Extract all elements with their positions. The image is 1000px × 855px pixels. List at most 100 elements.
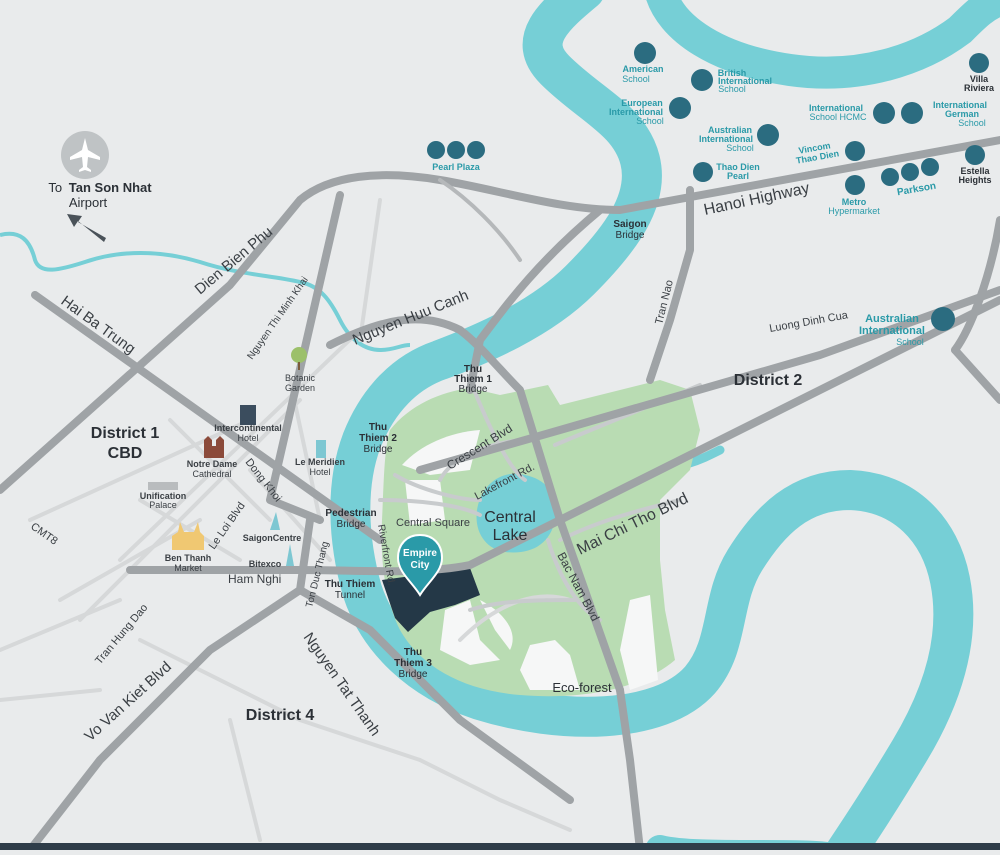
thu-thiem-tunnel-line1: Thu Thiem (325, 579, 376, 590)
shopping-icon (693, 162, 713, 182)
district-labels: District 1 CBD District 2 District 4 (91, 372, 803, 724)
american-line1: American (622, 64, 663, 74)
road-label-tran-hung-dao: Tran Hung Dao (93, 602, 150, 667)
botanic-line2: Garden (285, 383, 315, 393)
district-1-cbd-label: CBD (108, 445, 143, 462)
saigoncentre-label: SaigonCentre (243, 533, 302, 543)
parkson[interactable]: Parkson (881, 158, 939, 198)
shopping-icon (845, 141, 865, 161)
notre-dame-line2: Cathedral (192, 469, 231, 479)
empire-city-line2: City (411, 560, 430, 571)
le-meridien-hotel[interactable]: Le Meridien Hotel (295, 440, 345, 477)
intercontinental-line2: Hotel (237, 433, 258, 443)
australian-school-big[interactable]: Australian International School (859, 307, 955, 347)
road-label-luong-dinh-cua: Luong Dinh Cua (768, 309, 849, 335)
unification-line1: Unification (140, 491, 187, 501)
empire-city-pin[interactable]: Empire City (396, 533, 444, 597)
thao-dien-pearl[interactable]: Thao Dien Pearl (693, 162, 760, 182)
international-german-school[interactable]: International German School (901, 100, 987, 128)
amenities: Pearl Plaza American School British Inte… (427, 42, 995, 347)
thu-thiem-3-line3: Bridge (399, 669, 428, 680)
graduation-cap-icon (901, 102, 923, 124)
estella-heights[interactable]: Estella Heights (958, 145, 992, 185)
graduation-cap-icon (873, 102, 895, 124)
graduation-cap-icon (931, 307, 955, 331)
isc-line2: School HCMC (809, 112, 867, 122)
graduation-cap-icon (634, 42, 656, 64)
central-lake-line1: Central (484, 509, 536, 526)
notre-dame-line1: Notre Dame (187, 459, 238, 469)
bridge-labels: Saigon Bridge Thu Thiem 1 Bridge Thu Thi… (325, 219, 647, 680)
airport-label: To Tan Son Nhat (48, 180, 152, 195)
american-school[interactable]: American School (622, 42, 664, 84)
le-meridien-line2: Hotel (309, 467, 330, 477)
shopping-icon (427, 141, 445, 159)
district-2-label: District 2 (734, 372, 803, 389)
thu-thiem-2-line2: Thiem 2 (359, 433, 397, 444)
intercontinental-hotel[interactable]: Intercontinental Hotel (214, 405, 282, 443)
bottom-bar (0, 843, 1000, 850)
shopping-cart-icon (845, 175, 865, 195)
hotel-building-icon (240, 405, 256, 425)
area-labels: Central Lake Eco-forest (484, 509, 612, 695)
international-school-hcmc[interactable]: International School HCMC (809, 102, 895, 124)
botanic-line1: Botanic (285, 373, 316, 383)
airport-prefix: To (48, 180, 62, 195)
central-lake-line2: Lake (493, 527, 528, 544)
cathedral-icon (204, 436, 224, 458)
dining-icon (881, 168, 899, 186)
australian-d2-line2: International (699, 134, 753, 144)
botanic-garden[interactable]: Botanic Garden (285, 347, 316, 393)
thao-dien-pearl-line1: Thao Dien (716, 162, 760, 172)
thu-thiem-2-line1: Thu (369, 422, 387, 433)
american-line2: School (622, 74, 650, 84)
metro-line2: Hypermarket (828, 206, 880, 216)
australian-school-d2[interactable]: Australian International School (699, 124, 779, 153)
shopping-icon (901, 163, 919, 181)
bitexco-tower[interactable]: Bitexco (249, 544, 294, 569)
villa-line1: Villa (970, 74, 989, 84)
empire-city-parcel (382, 568, 480, 632)
parkson-label: Parkson (896, 181, 937, 199)
airport-marker[interactable]: To Tan Son Nhat Airport (48, 131, 152, 242)
british-line3: School (718, 84, 746, 94)
estella-line1: Estella (960, 166, 990, 176)
british-line2: International (718, 76, 772, 86)
german-line3: School (958, 118, 986, 128)
road-label-dien-bien-phu: Dien Bien Phu (192, 223, 276, 298)
european-school[interactable]: European International School (609, 97, 691, 126)
australian-big-line1: Australian (865, 313, 919, 325)
cinema-icon (467, 141, 485, 159)
skyscraper-icon (270, 512, 280, 530)
vincom-thao-dien[interactable]: Vincom Thao Dien (795, 140, 865, 166)
saigon-bridge-sub: Bridge (616, 230, 645, 241)
german-line1: International (933, 100, 987, 110)
australian-d2-line3: School (726, 143, 754, 153)
ben-thanh-market[interactable]: Ben Thanh Market (165, 522, 212, 573)
pearl-plaza[interactable]: Pearl Plaza (427, 141, 485, 172)
unification-palace[interactable]: Unification Palace (140, 482, 187, 510)
thu-thiem-1-line3: Bridge (459, 384, 488, 395)
villa-riviera[interactable]: Villa Riviera (964, 53, 995, 93)
graduation-cap-icon (691, 69, 713, 91)
graduation-cap-icon (965, 145, 985, 165)
thao-dien-pearl-line2: Pearl (727, 171, 749, 181)
saigon-centre[interactable]: SaigonCentre (243, 512, 302, 543)
british-line1: British (718, 68, 747, 78)
australian-big-line2: International (859, 325, 925, 337)
notre-dame-cathedral[interactable]: Notre Dame Cathedral (187, 436, 238, 479)
metro-hypermarket[interactable]: Metro Hypermarket (828, 175, 880, 216)
pearl-plaza-label: Pearl Plaza (432, 162, 481, 172)
thu-thiem-1-line1: Thu (464, 364, 482, 375)
cinema-icon (921, 158, 939, 176)
british-school[interactable]: British International School (691, 68, 772, 94)
graduation-cap-icon (669, 97, 691, 119)
intercontinental-line1: Intercontinental (214, 423, 282, 433)
graduation-cap-icon (969, 53, 989, 73)
european-line1: European (621, 98, 663, 108)
thu-thiem-1-line2: Thiem 1 (454, 374, 492, 385)
market-icon (172, 522, 204, 550)
dining-icon (447, 141, 465, 159)
le-meridien-line1: Le Meridien (295, 457, 345, 467)
